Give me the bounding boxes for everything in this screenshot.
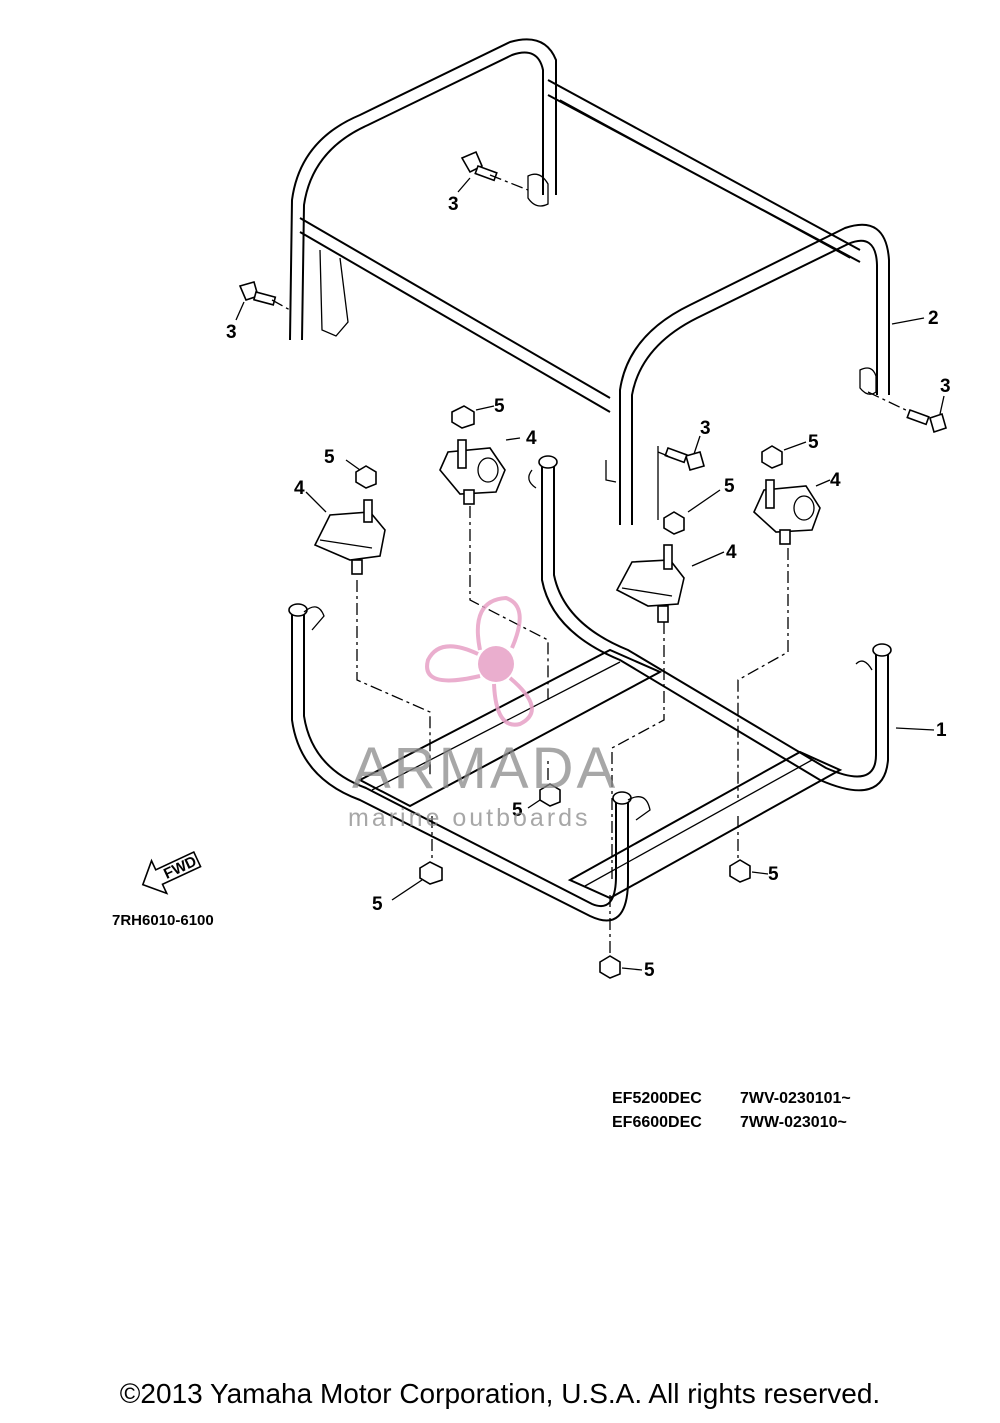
callout-5-g: 5 xyxy=(768,864,779,885)
assembly-lines xyxy=(271,174,911,956)
bolts xyxy=(238,150,947,471)
mount-rubbers xyxy=(313,439,821,623)
upper-frame xyxy=(289,38,890,525)
callout-4-b: 4 xyxy=(294,478,305,499)
model-applicability: EF5200DEC 7WV-0230101~ EF6600DEC 7WW-02301… xyxy=(612,1087,851,1135)
copyright-notice: ©2013 Yamaha Motor Corporation, U.S.A. A… xyxy=(119,1378,881,1409)
callout-5-h: 5 xyxy=(644,960,655,981)
leader-lines xyxy=(235,177,945,971)
callout-5-c: 5 xyxy=(808,432,819,453)
callout-5-d: 5 xyxy=(724,476,735,497)
model-serial: 7WV-0230101~ xyxy=(740,1090,851,1107)
propeller-logo-icon xyxy=(425,595,534,727)
callout-5-f: 5 xyxy=(372,894,383,915)
reference-code: 7RH6010-6100 xyxy=(112,912,214,929)
callout-4-a: 4 xyxy=(526,428,537,449)
armada-logo: ARMADA marine outboards xyxy=(348,595,618,832)
model-row: EF5200DEC 7WV-0230101~ xyxy=(612,1087,851,1111)
callout-5-b: 5 xyxy=(324,447,335,468)
model-serial: 7WW-023010~ xyxy=(740,1114,847,1131)
callout-3-left: 3 xyxy=(226,322,237,343)
callout-5-a: 5 xyxy=(494,396,505,417)
callout-3-top: 3 xyxy=(448,194,459,215)
callout-4-c: 4 xyxy=(830,470,841,491)
callout-3-front: 3 xyxy=(700,418,711,439)
callouts: 3 3 2 3 3 5 4 5 4 5 4 5 4 1 5 5 5 5 xyxy=(226,194,951,981)
fwd-label: FWD xyxy=(161,853,199,883)
model-row: EF6600DEC 7WW-023010~ xyxy=(612,1111,851,1135)
model-name: EF5200DEC xyxy=(612,1090,702,1107)
callout-1: 1 xyxy=(936,720,947,741)
lower-frame xyxy=(288,455,892,922)
callout-2: 2 xyxy=(928,308,939,329)
watermark-tagline: marine outboards xyxy=(348,804,591,832)
model-name: EF6600DEC xyxy=(612,1114,702,1131)
callout-4-d: 4 xyxy=(726,542,737,563)
fwd-arrow-icon: FWD xyxy=(141,851,202,895)
nuts xyxy=(355,405,783,979)
callout-3-right: 3 xyxy=(940,376,951,397)
callout-5-e: 5 xyxy=(512,800,523,821)
watermark-name: ARMADA xyxy=(352,736,618,801)
